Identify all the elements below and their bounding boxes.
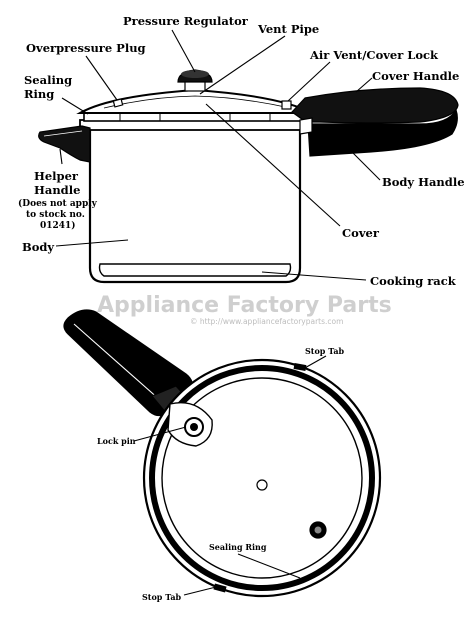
body-handle-shape	[307, 108, 458, 157]
pressure-regulator-shape	[177, 69, 213, 92]
cover-handle-shape	[291, 87, 459, 124]
watermark-title: Appliance Factory Parts	[97, 293, 392, 318]
center-vent	[256, 479, 268, 491]
label-stop-tab-bottom: Stop Tab	[142, 592, 182, 602]
watermark-url: © http://www.appliancefactoryparts.com	[190, 317, 343, 326]
label-vent-pipe: Vent Pipe	[257, 22, 319, 36]
label-air-vent-cover-lock: Air Vent/Cover Lock	[309, 48, 439, 62]
top-view-leader-lines	[133, 355, 327, 596]
cooking-rack-shape	[98, 263, 292, 277]
top-view-illustration	[63, 309, 382, 598]
helper-handle-shape	[38, 125, 91, 163]
stop-tab-bottom-shape	[213, 583, 227, 593]
lid-rim-band	[149, 365, 375, 591]
label-helper-note-line3: 01241)	[40, 220, 76, 231]
label-sealing-ring-line1: Sealing	[24, 73, 72, 87]
side-view-illustration	[38, 69, 459, 284]
lid-dome-inner	[103, 95, 291, 109]
label-cover: Cover	[342, 226, 380, 240]
label-helper-note-line2: to stock no.	[26, 210, 85, 220]
overpressure-plug-shape	[112, 98, 124, 108]
side-view-leader-lines	[55, 29, 381, 281]
label-helper-handle-line1: Helper	[34, 169, 79, 183]
label-stop-tab-top: Stop Tab	[305, 346, 345, 356]
label-sealing-ring-line2: Ring	[24, 87, 54, 101]
label-helper-handle-line2: Handle	[34, 183, 80, 197]
air-vent-shape	[281, 100, 292, 110]
label-body-handle: Body Handle	[382, 175, 465, 189]
label-overpressure-plug: Overpressure Plug	[26, 41, 146, 55]
lid-band-notches	[119, 113, 271, 121]
pot-body	[88, 128, 302, 284]
label-cover-handle: Cover Handle	[372, 69, 459, 83]
label-helper-note-line1: (Does not apply	[18, 198, 98, 209]
label-sealing-ring: Sealing Ring	[209, 542, 267, 552]
label-body: Body	[22, 240, 54, 254]
label-cooking-rack: Cooking rack	[370, 274, 457, 288]
label-lock-pin: Lock pin	[97, 436, 136, 446]
label-pressure-regulator: Pressure Regulator	[123, 14, 249, 28]
